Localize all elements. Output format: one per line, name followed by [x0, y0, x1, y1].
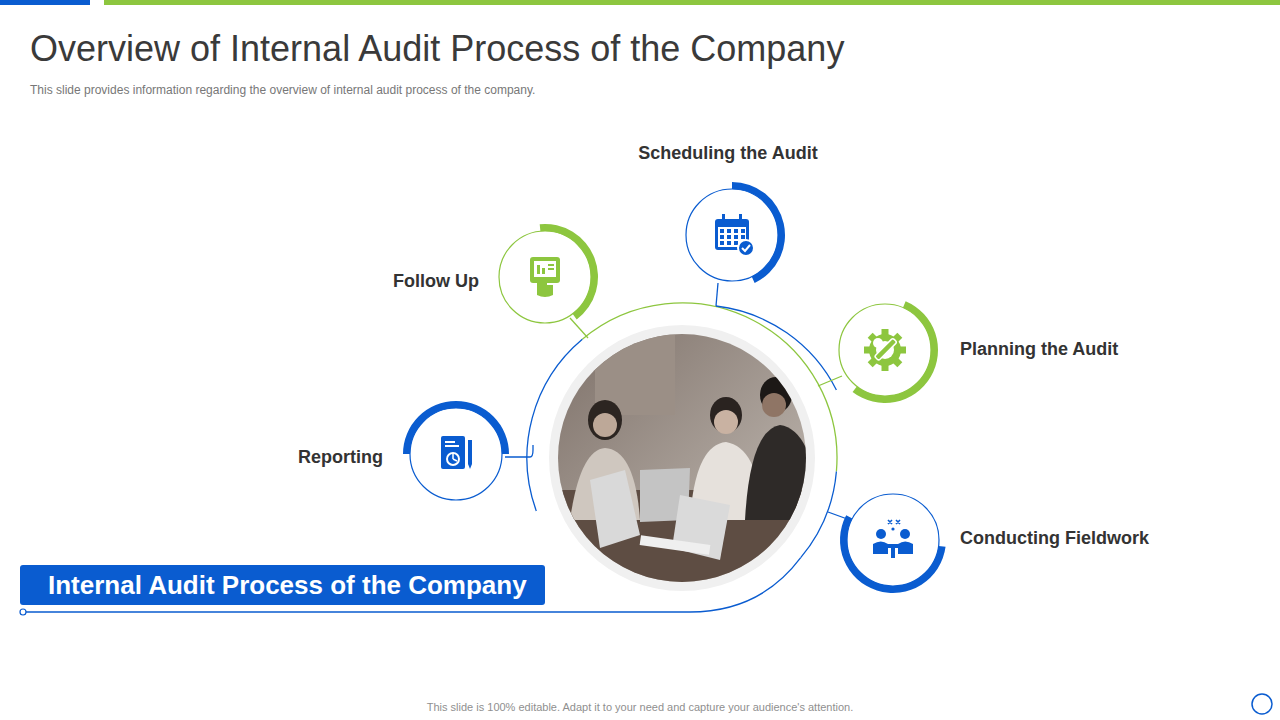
step-label: Reporting: [298, 447, 383, 468]
leader-line: [505, 445, 533, 457]
step-icon: [715, 214, 754, 256]
step-circle: [410, 408, 502, 500]
slide-subtitle: This slide provides information regardin…: [30, 84, 535, 98]
slide-title: Overview of Internal Audit Process of th…: [30, 28, 844, 69]
step-circle: [686, 189, 778, 281]
leader-dot: [20, 609, 26, 615]
step-icon: [873, 520, 913, 558]
step-icon: [441, 436, 472, 469]
step-arc: [403, 401, 509, 454]
top-bar-green: [104, 0, 1280, 5]
title-banner: Internal Audit Process of the Company: [20, 565, 545, 605]
process-step-circle: Scheduling the Audit: [677, 180, 787, 290]
process-step-circle: Conducting Fieldwork: [838, 485, 948, 595]
step-icon: [530, 257, 560, 297]
step-icon: [864, 329, 906, 371]
leader-line: [570, 318, 588, 338]
process-step-circle: Follow Up: [490, 222, 600, 332]
step-ring: [838, 485, 948, 595]
step-circle: [499, 231, 591, 323]
process-step-circle: Reporting: [401, 399, 511, 509]
step-circle: [839, 304, 931, 396]
step-arc: [840, 515, 946, 593]
meeting-photo: [550, 330, 820, 600]
step-circle: [847, 494, 939, 586]
step-label: Conducting Fieldwork: [960, 528, 1149, 549]
step-ring: [830, 295, 940, 405]
step-arc: [853, 301, 938, 403]
step-label: Scheduling the Audit: [638, 143, 817, 164]
top-bar-blue: [0, 0, 90, 5]
step-label: Planning the Audit: [960, 339, 1118, 360]
footer-note: This slide is 100% editable. Adapt it to…: [427, 701, 854, 714]
leader-line: [716, 283, 718, 306]
process-step-circle: Planning the Audit: [830, 295, 940, 405]
leader-line: [818, 376, 842, 386]
step-ring: [677, 180, 787, 290]
step-ring: [401, 399, 511, 509]
step-label: Follow Up: [393, 271, 479, 292]
banner-text: Internal Audit Process of the Company: [48, 570, 527, 601]
step-ring: [490, 222, 600, 332]
corner-mark: [1252, 694, 1272, 714]
